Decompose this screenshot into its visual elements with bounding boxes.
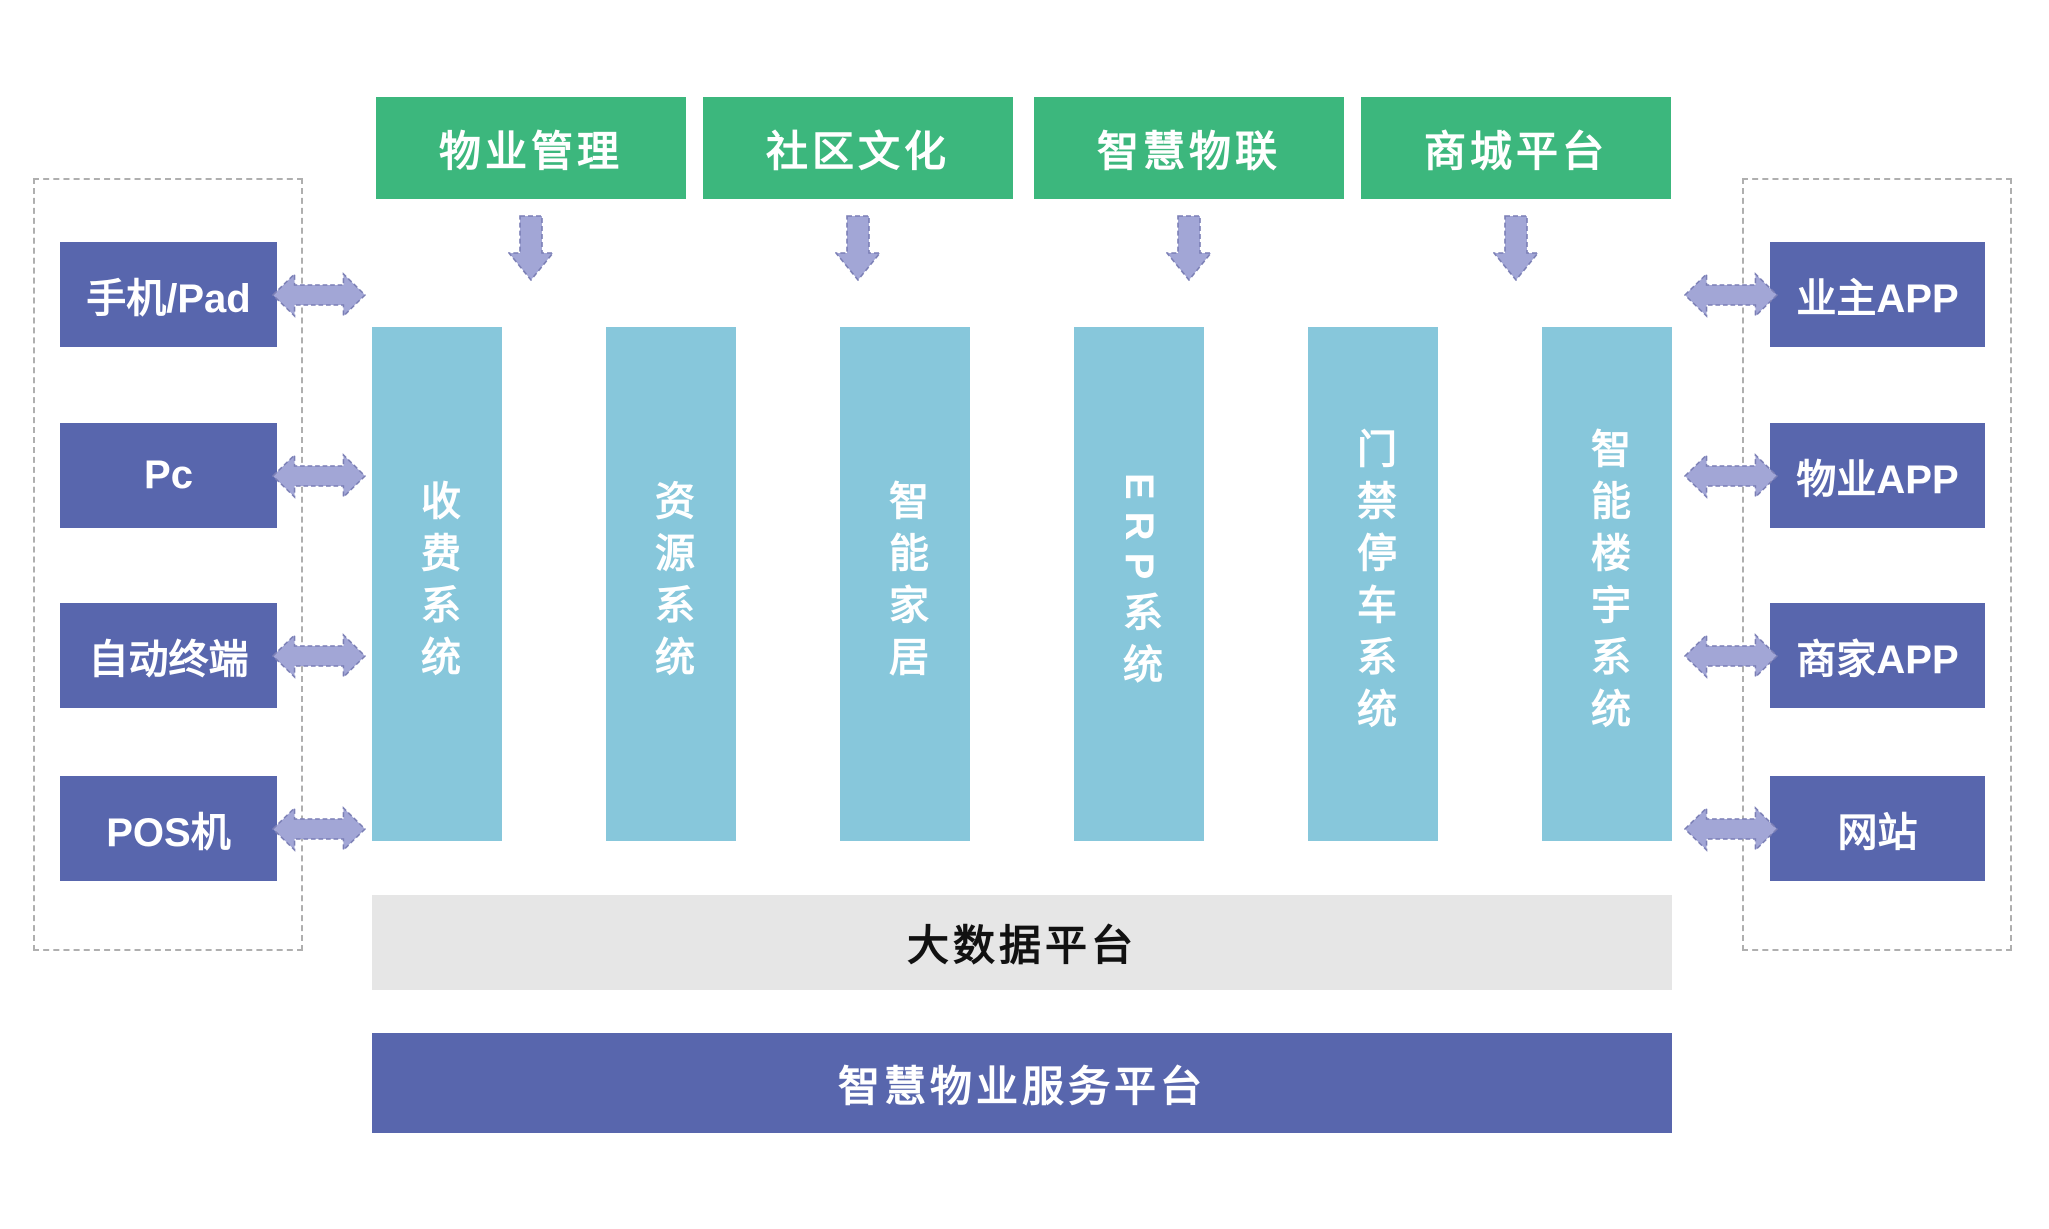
top-module-label: 物业管理 xyxy=(438,127,623,175)
big-data-platform-label: 大数据平台 xyxy=(906,922,1137,969)
channel-label: 物业APP xyxy=(1796,457,1959,502)
big-data-platform-bar: 大数据平台 xyxy=(372,895,1672,990)
terminal-box: 自动终端 xyxy=(60,603,277,708)
system-label: 智能楼宇系统 xyxy=(1585,428,1629,740)
terminal-label: 自动终端 xyxy=(88,637,249,682)
top-module-box: 智慧物联 xyxy=(1034,97,1344,199)
system-label: 收费系统 xyxy=(415,480,459,688)
down-arrow-icon xyxy=(1493,215,1539,281)
system-column: 门禁停车系统 xyxy=(1308,327,1438,841)
left-right-arrow-icon xyxy=(1684,452,1778,500)
system-label: 资源系统 xyxy=(649,480,693,688)
left-right-arrow-icon xyxy=(272,271,366,319)
left-right-arrow-icon xyxy=(1684,271,1778,319)
channel-label: 业主APP xyxy=(1796,276,1959,321)
right-channels-group-frame xyxy=(1742,178,2012,951)
channel-box: 网站 xyxy=(1770,776,1985,881)
left-right-arrow-icon xyxy=(272,805,366,853)
channel-box: 商家APP xyxy=(1770,603,1985,708)
system-column: 智能家居 xyxy=(840,327,970,841)
left-right-arrow-icon xyxy=(272,632,366,680)
terminal-label: 手机/Pad xyxy=(86,276,251,321)
service-platform-label: 智慧物业服务平台 xyxy=(837,1062,1206,1110)
system-label: ERP系统 xyxy=(1117,472,1161,696)
channel-box: 物业APP xyxy=(1770,423,1985,528)
terminal-box: 手机/Pad xyxy=(60,242,277,347)
terminal-label: Pc xyxy=(144,453,193,497)
top-module-label: 社区文化 xyxy=(765,127,950,175)
terminal-box: POS机 xyxy=(60,776,277,881)
terminal-box: Pc xyxy=(60,423,277,528)
down-arrow-icon xyxy=(1166,215,1212,281)
left-right-arrow-icon xyxy=(1684,805,1778,853)
channel-box: 业主APP xyxy=(1770,242,1985,347)
service-platform-bar: 智慧物业服务平台 xyxy=(372,1033,1672,1133)
down-arrow-icon xyxy=(835,215,881,281)
system-column: 智能楼宇系统 xyxy=(1542,327,1672,841)
top-module-box: 社区文化 xyxy=(703,97,1013,199)
channel-label: 网站 xyxy=(1837,810,1918,855)
channel-label: 商家APP xyxy=(1796,637,1959,682)
down-arrow-icon xyxy=(508,215,554,281)
top-module-box: 商城平台 xyxy=(1361,97,1671,199)
terminal-label: POS机 xyxy=(106,810,231,855)
system-column: 收费系统 xyxy=(372,327,502,841)
left-right-arrow-icon xyxy=(272,452,366,500)
top-module-label: 智慧物联 xyxy=(1096,127,1281,175)
system-column: 资源系统 xyxy=(606,327,736,841)
system-label: 门禁停车系统 xyxy=(1351,428,1395,740)
system-column: ERP系统 xyxy=(1074,327,1204,841)
left-terminals-group-frame xyxy=(33,178,303,951)
system-label: 智能家居 xyxy=(883,480,927,688)
left-right-arrow-icon xyxy=(1684,632,1778,680)
top-module-label: 商城平台 xyxy=(1423,127,1608,175)
top-module-box: 物业管理 xyxy=(376,97,686,199)
